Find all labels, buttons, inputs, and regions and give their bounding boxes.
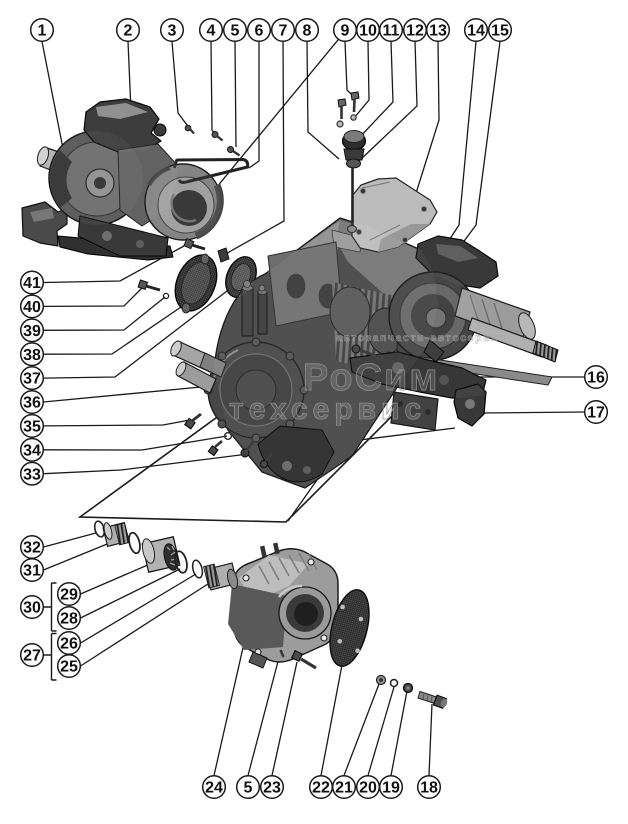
svg-text:6: 6 [255, 23, 264, 40]
svg-text:21: 21 [335, 780, 353, 797]
svg-text:26: 26 [60, 636, 78, 653]
svg-text:40: 40 [23, 299, 41, 316]
svg-text:15: 15 [491, 23, 509, 40]
svg-text:31: 31 [23, 563, 41, 580]
svg-text:22: 22 [312, 780, 330, 797]
svg-text:3: 3 [168, 23, 177, 40]
svg-text:24: 24 [205, 780, 223, 797]
svg-text:РоСим: РоСим [303, 357, 440, 399]
svg-text:39: 39 [23, 323, 41, 340]
svg-text:2: 2 [124, 23, 133, 40]
svg-text:техсервис: техсервис [229, 393, 426, 426]
svg-text:7: 7 [279, 23, 288, 40]
svg-text:12: 12 [406, 23, 424, 40]
svg-text:37: 37 [23, 371, 41, 388]
svg-text:20: 20 [359, 780, 377, 797]
svg-text:25: 25 [60, 659, 78, 676]
svg-text:18: 18 [420, 780, 438, 797]
svg-text:14: 14 [467, 23, 485, 40]
svg-text:17: 17 [587, 405, 605, 422]
svg-text:33: 33 [23, 466, 41, 483]
svg-text:10: 10 [359, 23, 377, 40]
svg-text:1: 1 [38, 23, 47, 40]
svg-text:27: 27 [23, 648, 41, 665]
svg-text:36: 36 [23, 395, 41, 412]
svg-text:9: 9 [341, 23, 350, 40]
svg-text:35: 35 [23, 419, 41, 436]
svg-text:автозапчасти-автосервис: автозапчасти-автосервис [336, 332, 507, 344]
svg-text:11: 11 [383, 23, 400, 40]
svg-text:38: 38 [23, 347, 41, 364]
svg-text:19: 19 [382, 780, 400, 797]
svg-text:13: 13 [429, 23, 447, 40]
svg-text:29: 29 [60, 587, 78, 604]
svg-text:34: 34 [23, 442, 41, 459]
svg-text:30: 30 [23, 600, 41, 617]
svg-text:16: 16 [587, 370, 605, 387]
svg-text:5: 5 [231, 23, 240, 40]
svg-text:41: 41 [23, 275, 41, 292]
svg-text:5: 5 [244, 780, 253, 797]
svg-text:8: 8 [303, 23, 312, 40]
svg-text:28: 28 [60, 611, 78, 628]
svg-text:4: 4 [207, 23, 216, 40]
svg-text:32: 32 [23, 540, 41, 557]
svg-text:23: 23 [263, 780, 281, 797]
